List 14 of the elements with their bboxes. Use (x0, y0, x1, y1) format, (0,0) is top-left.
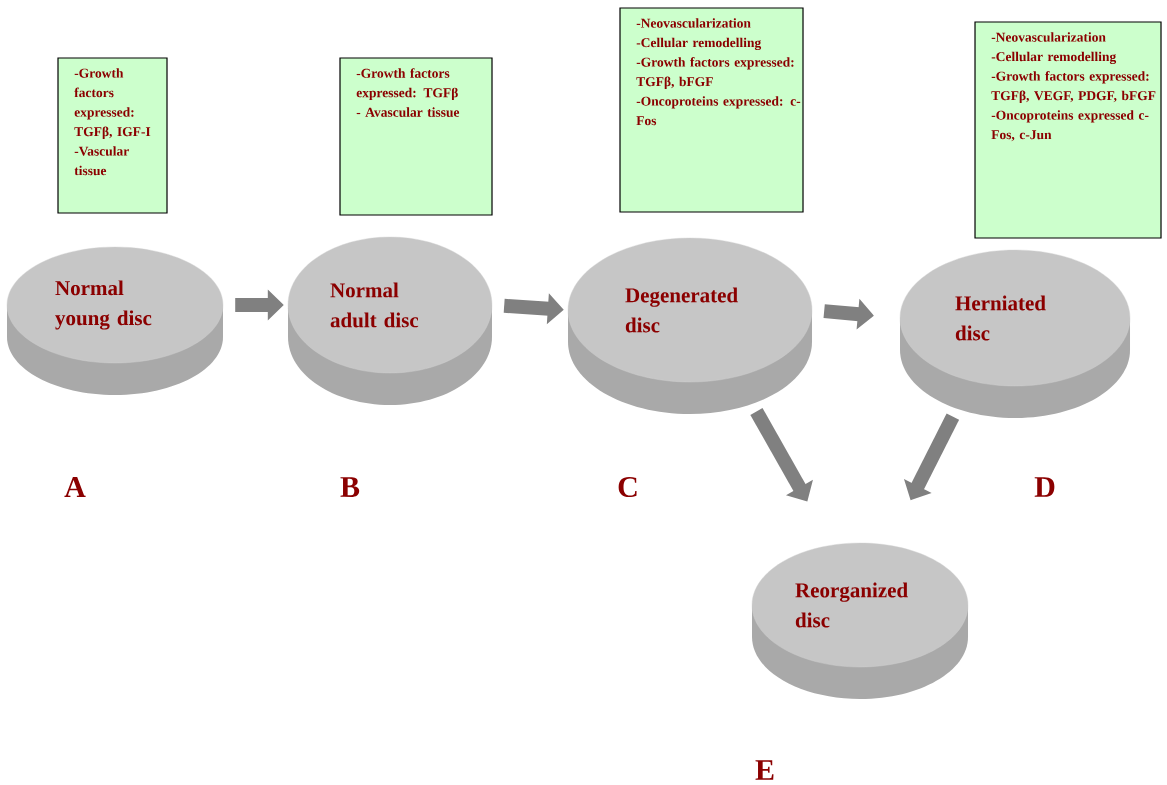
info-box: -Neovascularization -Cellular remodelling -Growth factors expressed: TGFβ, bFGF -Oncoproteins expressed: c-Fos (619, 7, 804, 213)
letter-label: D (1034, 477, 1055, 497)
disc: Normal adult disc (287, 236, 493, 405)
letter-label: E (755, 760, 774, 780)
disc: Degenerated disc (567, 237, 813, 414)
letter-label: B (340, 477, 360, 497)
info-box: -Neovascularization -Cellular remodelling -Growth factors expressed: TGFβ, VEGF, PDGF, bFGF -Oncoproteins expressed c-Fos, c-Jun (974, 21, 1162, 239)
disc: Normal young disc (6, 246, 224, 395)
info-box: -Growth factors expressed: TGFβ, IGF-I -Vascular tissue (57, 57, 168, 214)
disc: Reorganized disc (751, 542, 969, 699)
info-box: -Growth factors expressed: TGFβ - Avascular tissue (339, 57, 493, 216)
letter-label: A (64, 477, 86, 497)
letter-label: C (618, 476, 637, 498)
disc: Herniated disc (899, 249, 1131, 418)
